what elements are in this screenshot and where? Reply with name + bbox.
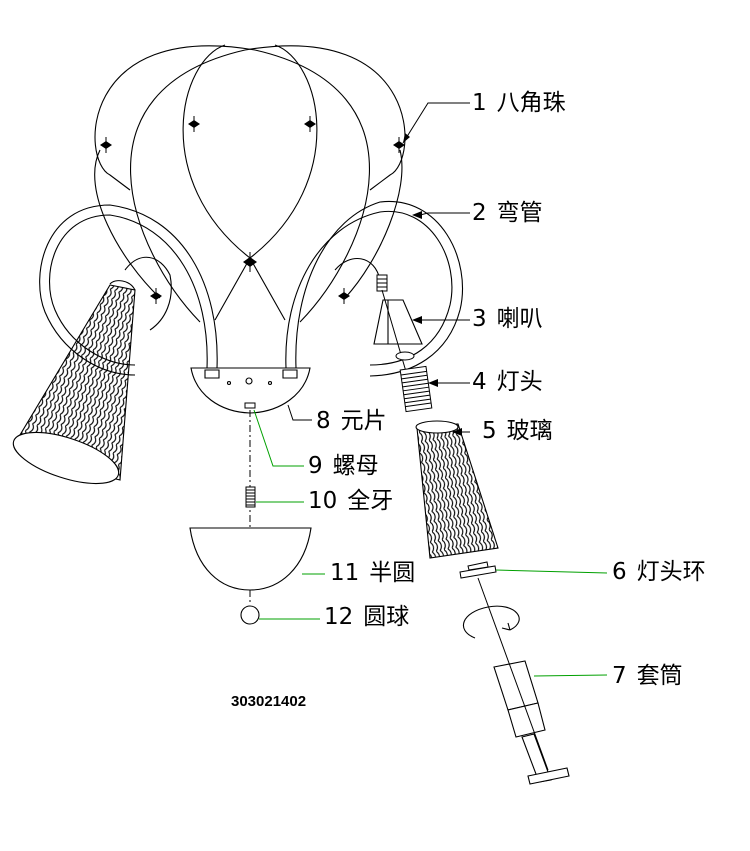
rotate-arrow-icon — [463, 606, 519, 638]
leader-lines-black — [288, 103, 470, 432]
threaded-socket-upper — [377, 275, 387, 291]
threaded-rod-10 — [246, 487, 255, 507]
nut-9 — [245, 403, 255, 408]
model-code: 303021402 — [231, 693, 307, 710]
small-ring — [396, 352, 414, 360]
assembly-axis-7 — [478, 578, 548, 770]
octagon-bead-icon — [100, 120, 405, 300]
socket-ring-6 — [460, 562, 496, 578]
ball-finial-12 — [241, 606, 259, 624]
upper-wire-frame — [95, 45, 405, 322]
arrowhead-icon — [403, 133, 462, 436]
leader-lines-green — [254, 410, 607, 676]
left-glass-shade — [8, 281, 135, 494]
lamp-socket-4 — [400, 366, 432, 411]
cup-shade-3 — [374, 300, 422, 344]
glass-shade-5 — [416, 421, 498, 558]
bead-spokes — [106, 116, 399, 304]
half-bowl-11 — [190, 528, 311, 590]
sleeve-7 — [494, 661, 569, 784]
